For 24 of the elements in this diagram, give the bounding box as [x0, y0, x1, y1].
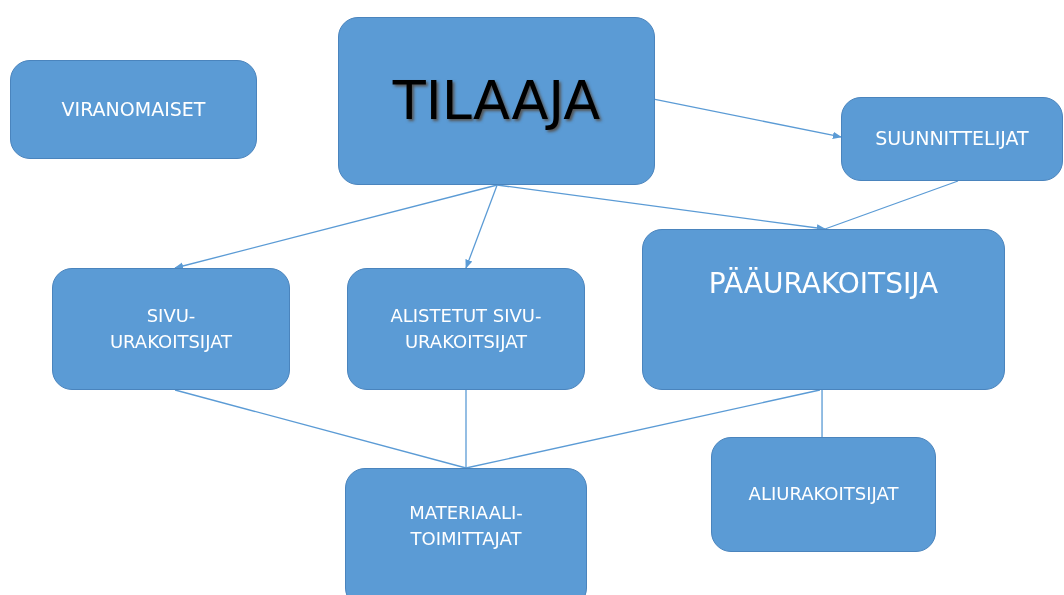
box-label: ALIURAKOITSIJAT [747, 482, 900, 507]
rounded-box [347, 268, 585, 390]
rounded-box [338, 17, 655, 185]
connector-line [465, 389, 821, 469]
box-label: SIVU- URAKOITSIJAT [108, 303, 234, 354]
arrow [654, 98, 842, 139]
rounded-box [52, 268, 290, 390]
box-label: MATERIAALI- TOIMITTAJAT [408, 500, 524, 551]
arrow [174, 184, 498, 270]
arrow [465, 184, 498, 269]
rounded-box [642, 229, 1005, 390]
connector-line [174, 389, 467, 469]
rounded-box [711, 437, 936, 552]
rounded-box [345, 468, 587, 595]
connector-line [821, 389, 823, 438]
box-label: ALISTETUT SIVU- URAKOITSIJAT [389, 303, 543, 354]
box-label: SUUNNITTELIJAT [874, 126, 1030, 152]
box-label: TILAAJA [391, 67, 602, 134]
box-label: PÄÄURAKOITSIJA [707, 266, 940, 303]
rounded-box [841, 97, 1063, 181]
rounded-box [10, 60, 257, 159]
connector-line [824, 180, 959, 230]
connector-line [465, 389, 467, 469]
box-label: VIRANOMAISET [60, 96, 207, 122]
